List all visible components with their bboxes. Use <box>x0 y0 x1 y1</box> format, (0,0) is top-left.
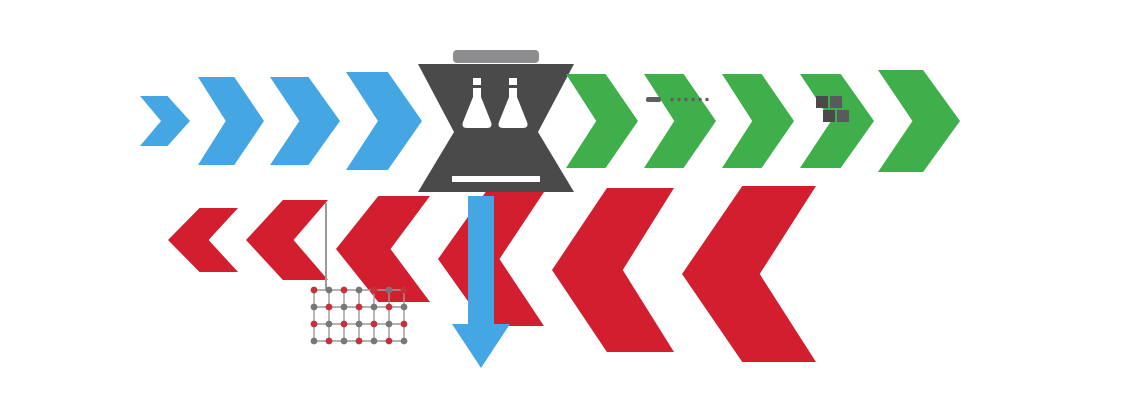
block-icon <box>816 96 828 108</box>
chevron-arrow-green <box>566 74 638 168</box>
chevron-arrow-blue <box>198 77 264 165</box>
dot-icon <box>684 97 688 102</box>
chevron-arrow-blue <box>346 72 422 170</box>
lattice-atom <box>355 303 363 311</box>
lattice-atom <box>355 320 363 328</box>
lattice-atom <box>355 286 363 294</box>
input-flow-arrows <box>140 72 422 170</box>
dot-icon <box>705 97 709 102</box>
lattice-atom <box>340 320 348 328</box>
lattice-atom <box>310 286 318 294</box>
chevron-arrow-green <box>878 70 960 172</box>
lattice-atom <box>310 337 318 345</box>
block-icon <box>837 110 849 122</box>
lattice-atom <box>340 337 348 345</box>
structure-down-arrow <box>452 196 510 368</box>
dash-icon <box>646 97 661 102</box>
lattice-atom <box>325 337 333 345</box>
lattice-atom <box>310 320 318 328</box>
lattice-atom <box>385 337 393 345</box>
flask-cap-icon <box>509 78 517 85</box>
dot-icon <box>691 97 695 102</box>
lattice-atom <box>310 303 318 311</box>
lattice-atom <box>370 303 378 311</box>
lattice-atom <box>385 303 393 311</box>
dash-dots-annotation <box>646 97 709 102</box>
dot-icon <box>698 97 702 102</box>
chevron-arrow-red <box>336 196 430 302</box>
down-arrow-shaft <box>468 196 494 324</box>
chevron-arrow-red <box>682 186 816 362</box>
lattice-atom <box>325 286 333 294</box>
experiment-station-icon <box>418 50 574 192</box>
lattice-atom <box>385 286 393 294</box>
lattice-atom <box>400 320 408 328</box>
dot-icon <box>677 97 681 102</box>
flask-icon <box>462 88 492 128</box>
flask-icon <box>498 88 528 128</box>
output-flow-arrows <box>566 70 960 172</box>
crystal-lattice-icon <box>310 286 408 345</box>
lattice-atom <box>325 320 333 328</box>
data-blocks-icon <box>816 96 849 122</box>
station-base-line <box>452 176 540 182</box>
chevron-arrow-green <box>644 74 716 168</box>
down-arrow-head <box>452 324 510 368</box>
lattice-atom <box>400 337 408 345</box>
chevron-arrow-red <box>168 208 238 272</box>
block-icon <box>830 96 842 108</box>
lattice-atom <box>325 303 333 311</box>
flask-cap-icon <box>473 78 481 85</box>
chevron-arrow-green <box>722 74 794 168</box>
lattice-atom <box>400 286 408 294</box>
lattice-atom <box>340 286 348 294</box>
lattice-atom <box>340 303 348 311</box>
chevron-arrow-red <box>246 200 328 280</box>
chevron-arrow-blue <box>140 96 190 146</box>
lattice-atom <box>370 320 378 328</box>
station-body <box>418 64 574 192</box>
lattice-atom <box>370 286 378 294</box>
lattice-atom <box>355 337 363 345</box>
lattice-atom <box>400 303 408 311</box>
chevron-arrow-blue <box>270 77 340 165</box>
dot-icon <box>670 97 674 102</box>
block-icon <box>823 110 835 122</box>
lattice-atom <box>370 337 378 345</box>
lattice-atom <box>385 320 393 328</box>
balance-bar-icon <box>453 50 539 63</box>
chevron-arrow-red <box>552 188 674 352</box>
